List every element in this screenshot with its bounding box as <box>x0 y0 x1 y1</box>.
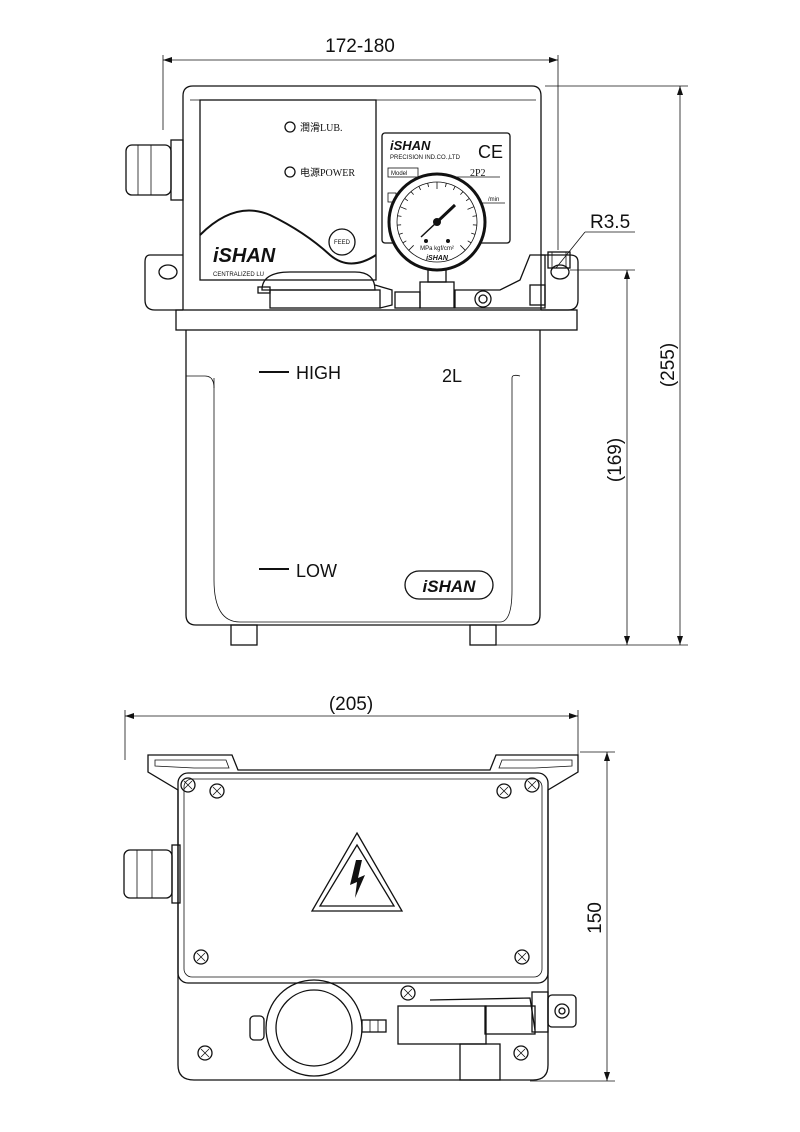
lub-indicator-lamp <box>284 121 296 133</box>
gauge-tick <box>408 245 414 251</box>
gauge-tick <box>402 240 407 244</box>
panel-caption: CENTRALIZED LU <box>213 272 264 278</box>
screw-icon <box>496 783 512 799</box>
tank-logo: iSHAN <box>423 577 477 596</box>
dimension-height-total: (255) <box>495 85 688 646</box>
screw-icon <box>514 949 530 965</box>
screw-icon <box>193 949 209 965</box>
gauge-tick <box>410 191 414 195</box>
dimension-depth-label: 150 <box>585 902 606 934</box>
nameplate-logo: iSHAN <box>390 138 431 153</box>
gauge-tick <box>404 198 409 202</box>
gauge-tick <box>472 215 477 217</box>
dimension-width-front: 172-180 <box>162 36 559 250</box>
screw-icon <box>209 783 225 799</box>
filler-cap-top <box>249 979 387 1077</box>
gauge-tick <box>398 232 403 235</box>
gauge-tick <box>467 240 472 244</box>
gauge-tick <box>452 186 456 191</box>
cable-gland <box>125 139 184 201</box>
gauge-tick <box>471 232 476 235</box>
control-panel: 潤滑LUB. 电源POWER FEED iSHAN CENTRALIZED LU <box>199 99 377 281</box>
capacity-label: 2L <box>442 366 462 386</box>
gauge-tick <box>427 183 429 188</box>
model-label: Model <box>391 171 407 177</box>
lub-label: 潤滑LUB. <box>300 122 343 134</box>
nameplate-company: PRECISION IND.CO.,LTD <box>390 155 461 161</box>
top-view: (205) 150 <box>123 694 615 1082</box>
power-indicator-lamp <box>284 166 296 178</box>
gauge-tick <box>399 206 407 210</box>
front-view: 172-180 (255) (169) R3.5 <box>125 36 688 646</box>
gauge-tick <box>397 215 402 217</box>
panel-logo: iSHAN <box>213 245 276 267</box>
feed-button-label: FEED <box>334 240 351 246</box>
gauge-unit: MPa kgf/cm² <box>420 246 454 252</box>
dimension-height-tank: (169) <box>570 269 635 645</box>
model-value: 2P2 <box>470 168 486 179</box>
dimension-radius: R3.5 <box>555 212 635 269</box>
screw-icon <box>513 1045 529 1061</box>
high-voltage-warning-icon <box>310 831 404 912</box>
foot-right <box>469 624 497 646</box>
level-high-label: HIGH <box>296 363 341 383</box>
gauge-tick <box>418 186 422 191</box>
gauge-tick <box>465 198 470 202</box>
gauge-tick <box>460 245 466 251</box>
dimension-width-top-label: (205) <box>329 694 373 715</box>
terminal-cover <box>177 772 549 984</box>
gauge-tick <box>460 191 464 195</box>
oil-tank: HIGH LOW 2L iSHAN <box>185 330 541 626</box>
cable-gland-top <box>123 844 181 904</box>
screw-icon <box>197 1045 213 1061</box>
foot-left <box>230 624 258 646</box>
dimension-depth-top: 150 <box>530 751 615 1082</box>
upper-housing <box>182 85 542 310</box>
mounting-plate <box>175 309 578 331</box>
pump-assembly <box>394 251 571 309</box>
screw-icon <box>180 777 196 793</box>
level-low-label: LOW <box>296 561 337 581</box>
feed-button[interactable] <box>328 228 356 256</box>
dimension-width-top: (205) <box>124 694 579 760</box>
pump-top <box>397 991 577 1081</box>
screw-icon <box>524 777 540 793</box>
gauge-tick <box>467 206 475 210</box>
pressure-gauge: MPa kgf/cm² iSHAN <box>387 172 487 309</box>
dimension-height-total-label: (255) <box>658 343 679 387</box>
filler-cap <box>257 271 393 309</box>
power-label: 电源POWER <box>300 166 355 179</box>
gauge-logo: iSHAN <box>426 255 449 262</box>
top-flange <box>147 754 579 1081</box>
mounting-ear-left <box>144 254 183 311</box>
screw-icon <box>400 985 416 1001</box>
dimension-width-label: 172-180 <box>325 36 395 57</box>
dimension-radius-label: R3.5 <box>590 212 630 233</box>
ce-mark: CE <box>478 142 503 162</box>
gauge-tick <box>445 183 447 188</box>
unit-label: /min <box>488 197 499 203</box>
nameplate: iSHAN PRECISION IND.CO.,LTD CE Model 2P2… <box>381 132 511 244</box>
dimension-height-tank-label: (169) <box>605 438 626 482</box>
